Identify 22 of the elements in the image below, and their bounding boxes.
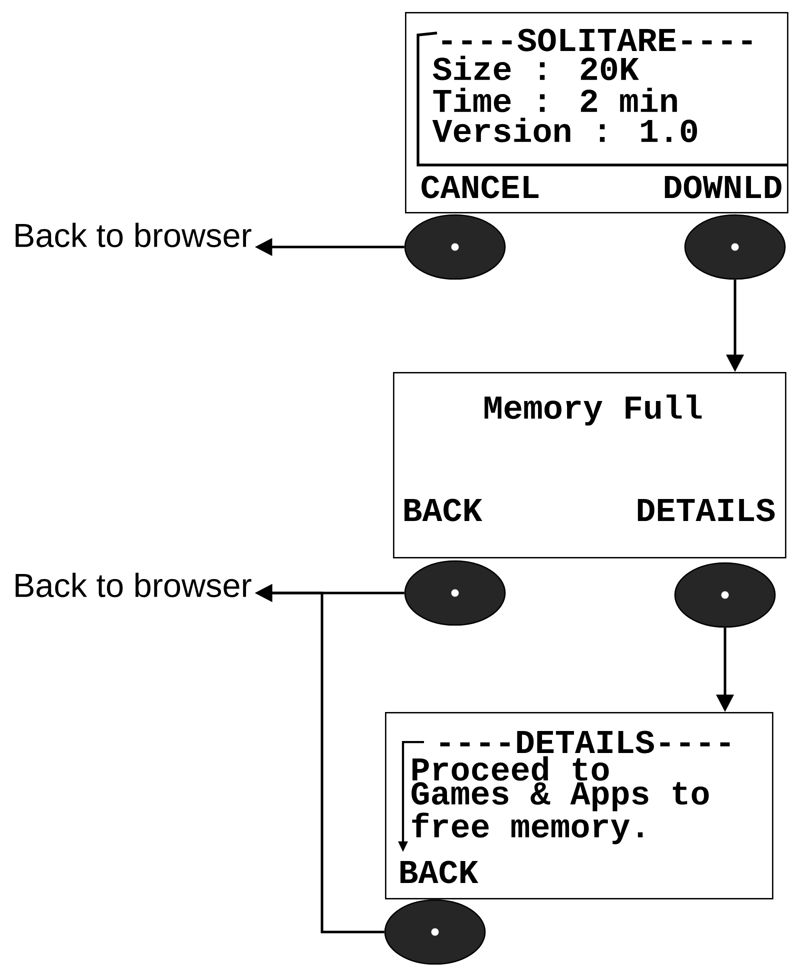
screen-text: Time : 2 min [433,88,677,112]
softkey-label: BACK [404,498,482,522]
softkey-label: CANCEL [422,176,539,198]
phone-screen [405,12,788,214]
softkey-label: DETAILS [638,498,775,522]
softkey-button [684,214,786,280]
destination-label: Back to browser [16,572,252,598]
softkey-label: DOWNLD [664,176,782,198]
softkey-button [404,214,506,280]
softkey-button [674,562,776,628]
softkey-button [384,899,486,965]
screen-text: Size : 20K [432,56,639,80]
screen-heading: ----DETAILS---- [440,730,730,754]
softkey-label: BACK [400,860,478,884]
screen-text: Version : 1.0 [432,118,698,142]
phone-screen [393,372,786,558]
phone-screen [385,712,774,900]
destination-label: Back to browser [16,222,252,248]
softkey-button [404,560,506,626]
screen-text: Proceed to Games & Apps to free memory. [412,756,709,844]
screen-heading: ----SOLITARE---- [442,28,752,52]
screen-text: Memory Full [484,394,702,426]
